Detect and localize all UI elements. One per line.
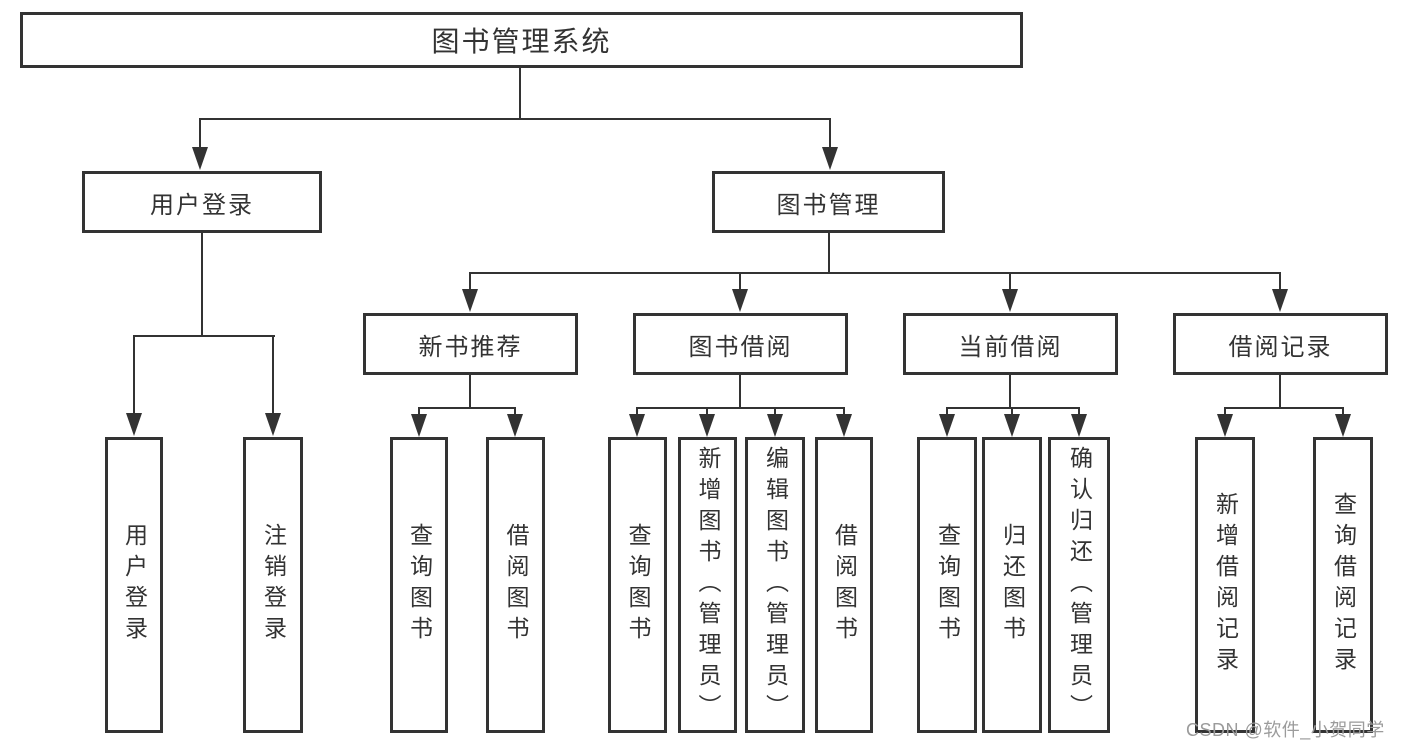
arrow-to-edit-books-head — [767, 414, 783, 437]
leaf-borrow-books-1: 借阅图书 — [486, 437, 545, 733]
arrow-to-query-record-head — [1335, 414, 1351, 437]
arrow-to-borrow-books-1-line — [514, 407, 516, 415]
node-book-borrowing: 图书借阅 — [633, 313, 848, 375]
arrow-to-leaf-user-login-line — [133, 335, 135, 414]
leaf-query-books-1: 查询图书 — [390, 437, 448, 733]
arrow-to-query-books-1-line — [418, 407, 420, 415]
arrow-to-leaf-logout-head — [265, 413, 281, 436]
arrow-to-new-book-recommend-head — [462, 289, 478, 312]
arrow-to-add-record-line — [1224, 407, 1226, 415]
arrow-to-current-borrowing-head — [1002, 289, 1018, 312]
arrow-to-add-books-line — [706, 407, 708, 415]
connector-new-book-recommend-hline — [418, 407, 516, 409]
connector-borrowing-records-vline — [1279, 375, 1281, 407]
connector-user-login-hline — [133, 335, 275, 337]
leaf-query-books-3: 查询图书 — [917, 437, 977, 733]
arrow-to-borrowing-records-line — [1279, 272, 1281, 290]
node-new-book-recommend: 新书推荐 — [363, 313, 578, 375]
node-borrowing-records: 借阅记录 — [1173, 313, 1388, 375]
node-root-system: 图书管理系统 — [20, 12, 1023, 68]
node-user-login: 用户登录 — [82, 171, 322, 233]
arrow-to-borrow-books-1-head — [507, 414, 523, 437]
arrow-to-borrowing-records-head — [1272, 289, 1288, 312]
connector-user-login-vline — [201, 233, 203, 335]
arrow-to-query-books-3-head — [939, 414, 955, 437]
arrow-to-query-record-line — [1342, 407, 1344, 415]
arrow-to-current-borrowing-line — [1009, 272, 1011, 290]
arrow-to-edit-books-line — [774, 407, 776, 415]
node-book-management: 图书管理 — [712, 171, 945, 233]
connector-root-vline — [519, 68, 521, 118]
arrow-to-add-record-head — [1217, 414, 1233, 437]
leaf-query-books-2: 查询图书 — [608, 437, 667, 733]
connector-current-borrowing-hline — [946, 407, 1080, 409]
arrow-to-user-login-line — [199, 118, 201, 148]
arrow-to-borrow-books-2-head — [836, 414, 852, 437]
leaf-edit-books-admin: 编辑图书（管理员） — [745, 437, 805, 733]
connector-book-management-vline — [828, 233, 830, 272]
arrow-to-user-login-head — [192, 147, 208, 170]
leaf-logout: 注销登录 — [243, 437, 303, 733]
arrow-to-return-books-line — [1011, 407, 1013, 415]
leaf-confirm-return-admin: 确认归还（管理员） — [1048, 437, 1110, 733]
arrow-to-leaf-logout-line — [272, 335, 274, 414]
connector-book-management-hline — [469, 272, 1281, 274]
arrow-to-new-book-recommend-line — [469, 272, 471, 290]
arrow-to-add-books-head — [699, 414, 715, 437]
arrow-to-confirm-return-line — [1078, 407, 1080, 415]
arrow-to-query-books-3-line — [946, 407, 948, 415]
connector-borrowing-records-hline — [1224, 407, 1344, 409]
connector-book-borrowing-vline — [739, 375, 741, 407]
arrow-to-book-borrowing-line — [739, 272, 741, 290]
leaf-add-books-admin: 新增图书（管理员） — [678, 437, 737, 733]
leaf-borrow-books-2: 借阅图书 — [815, 437, 873, 733]
arrow-to-leaf-user-login-head — [126, 413, 142, 436]
arrow-to-return-books-head — [1004, 414, 1020, 437]
connector-current-borrowing-vline — [1009, 375, 1011, 407]
arrow-to-book-management-line — [829, 118, 831, 148]
arrow-to-query-books-1-head — [411, 414, 427, 437]
arrow-to-query-books-2-line — [636, 407, 638, 415]
leaf-user-login: 用户登录 — [105, 437, 163, 733]
arrow-to-book-borrowing-head — [732, 289, 748, 312]
node-current-borrowing: 当前借阅 — [903, 313, 1118, 375]
connector-root-hline — [199, 118, 831, 120]
arrow-to-confirm-return-head — [1071, 414, 1087, 437]
connector-book-borrowing-hline — [636, 407, 844, 409]
arrow-to-query-books-2-head — [629, 414, 645, 437]
arrow-to-book-management-head — [822, 147, 838, 170]
leaf-return-books: 归还图书 — [982, 437, 1042, 733]
arrow-to-borrow-books-2-line — [843, 407, 845, 415]
csdn-watermark: CSDN @软件_小贺同学 — [1186, 720, 1385, 740]
connector-new-book-recommend-vline — [469, 375, 471, 407]
leaf-query-borrow-record: 查询借阅记录 — [1313, 437, 1373, 733]
leaf-add-borrow-record: 新增借阅记录 — [1195, 437, 1255, 733]
